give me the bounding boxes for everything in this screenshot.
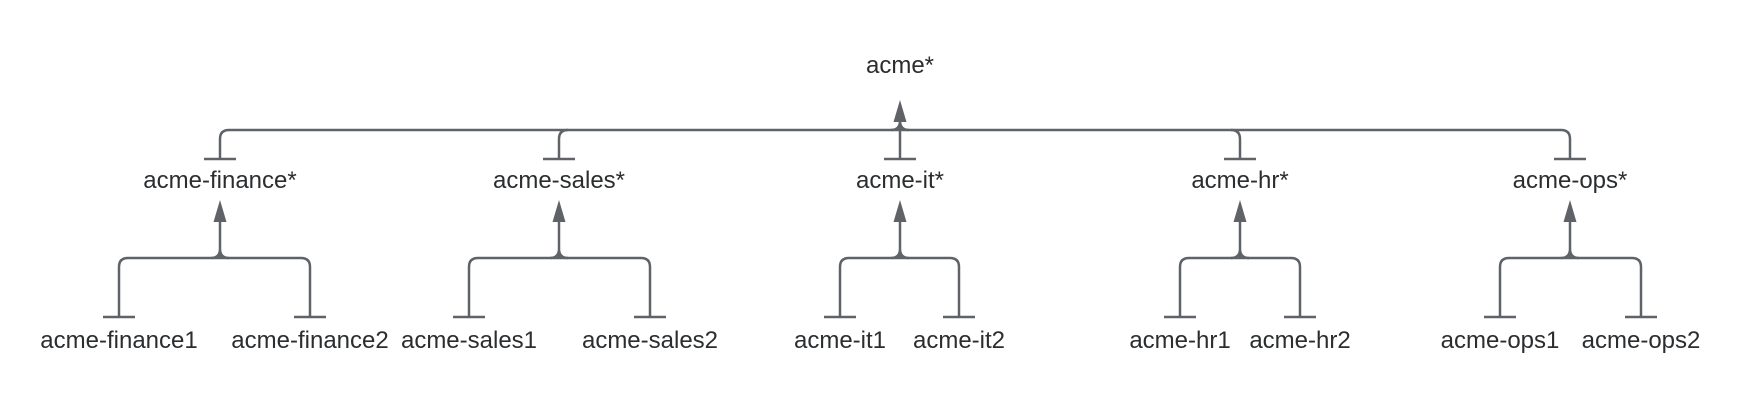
node-acme-hr1: acme-hr1 xyxy=(1129,327,1231,354)
arrow-up-to-group xyxy=(1233,200,1247,222)
group-stem xyxy=(210,220,230,260)
arrow-up-to-group xyxy=(1563,200,1577,222)
group-stem xyxy=(1560,220,1580,260)
node-acme: acme* xyxy=(865,52,935,79)
node-acme-finance: acme-finance* xyxy=(143,167,297,194)
level1-drop xyxy=(1230,128,1242,159)
node-acme-sales: acme-sales* xyxy=(492,167,626,194)
node-acme-sales1: acme-sales1 xyxy=(400,327,538,354)
node-acme-it2: acme-it2 xyxy=(912,327,1006,354)
node-acme-finance1: acme-finance1 xyxy=(40,327,198,354)
node-acme-finance2: acme-finance2 xyxy=(231,327,389,354)
arrow-up-to-group xyxy=(552,200,566,222)
level1-drop xyxy=(557,128,569,159)
node-acme-sales2: acme-sales2 xyxy=(581,327,719,354)
group-stem xyxy=(549,220,569,260)
arrow-up-to-group xyxy=(213,200,227,222)
group-stem xyxy=(890,220,910,260)
arrow-up-to-group xyxy=(893,200,907,222)
arrow-up-to-root xyxy=(893,100,907,122)
node-acme-ops1: acme-ops1 xyxy=(1440,327,1560,354)
node-acme-hr2: acme-hr2 xyxy=(1249,327,1351,354)
node-acme-ops2: acme-ops2 xyxy=(1581,327,1701,354)
node-acme-it1: acme-it1 xyxy=(793,327,887,354)
node-acme-hr: acme-hr* xyxy=(1191,167,1289,194)
group-stem xyxy=(1230,220,1250,260)
node-acme-ops: acme-ops* xyxy=(1512,167,1628,194)
node-acme-it: acme-it* xyxy=(855,167,945,194)
